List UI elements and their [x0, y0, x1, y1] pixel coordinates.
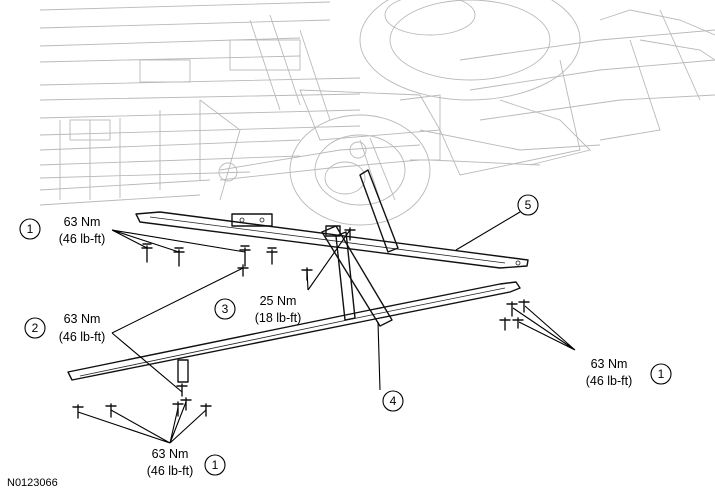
bolt-icon: [72, 404, 84, 419]
bolt-icon: [239, 245, 251, 267]
torque-nm: 63 Nm: [591, 357, 628, 371]
svg-text:4: 4: [390, 394, 397, 408]
torque-lbft: (46 lb-ft): [586, 374, 633, 388]
svg-text:3: 3: [222, 302, 229, 316]
svg-text:1: 1: [27, 222, 34, 236]
torque-lbft: (18 lb-ft): [255, 311, 302, 325]
callout-1-right: 1: [650, 363, 672, 385]
figure-id: N0123066: [7, 477, 58, 489]
torque-label-1-upper-left: 63 Nm (46 lb-ft): [59, 215, 106, 246]
torque-nm: 63 Nm: [64, 215, 101, 229]
callout-3: 3: [214, 298, 236, 320]
bolt-icon: [499, 317, 511, 331]
callout-4: 4: [382, 390, 404, 412]
callout-1-upper-left: 1: [19, 218, 41, 240]
leader-lines: [77, 211, 576, 444]
bolts: [72, 227, 530, 419]
svg-text:1: 1: [212, 458, 219, 472]
bolt-icon: [176, 383, 188, 397]
torque-lbft: (46 lb-ft): [59, 330, 106, 344]
bolt-icon: [512, 317, 524, 329]
svg-text:5: 5: [525, 198, 532, 212]
torque-label-3: 25 Nm (18 lb-ft): [255, 294, 302, 325]
lower-brace: [67, 281, 521, 383]
torque-lbft: (46 lb-ft): [147, 464, 194, 478]
callout-1-bottom: 1: [204, 454, 226, 476]
bolt-icon: [237, 264, 249, 277]
torque-label-1-right: 63 Nm (46 lb-ft): [586, 357, 633, 388]
diagonal-strut: [321, 169, 399, 327]
callout-2: 2: [24, 317, 46, 339]
bolt-icon: [518, 299, 530, 313]
torque-nm: 25 Nm: [260, 294, 297, 308]
torque-lbft: (46 lb-ft): [59, 232, 106, 246]
callout-5: 5: [517, 194, 539, 216]
bolt-icon: [180, 397, 192, 411]
torque-label-2: 63 Nm (46 lb-ft): [59, 312, 106, 344]
svg-text:1: 1: [658, 367, 665, 381]
torque-label-1-bottom: 63 Nm (46 lb-ft): [147, 447, 194, 478]
bolt-icon: [506, 301, 518, 317]
svg-text:2: 2: [32, 321, 39, 335]
torque-nm: 63 Nm: [152, 447, 189, 461]
vehicle-underbody: [39, 0, 715, 226]
torque-nm: 63 Nm: [64, 312, 101, 326]
bolt-icon: [266, 247, 278, 265]
